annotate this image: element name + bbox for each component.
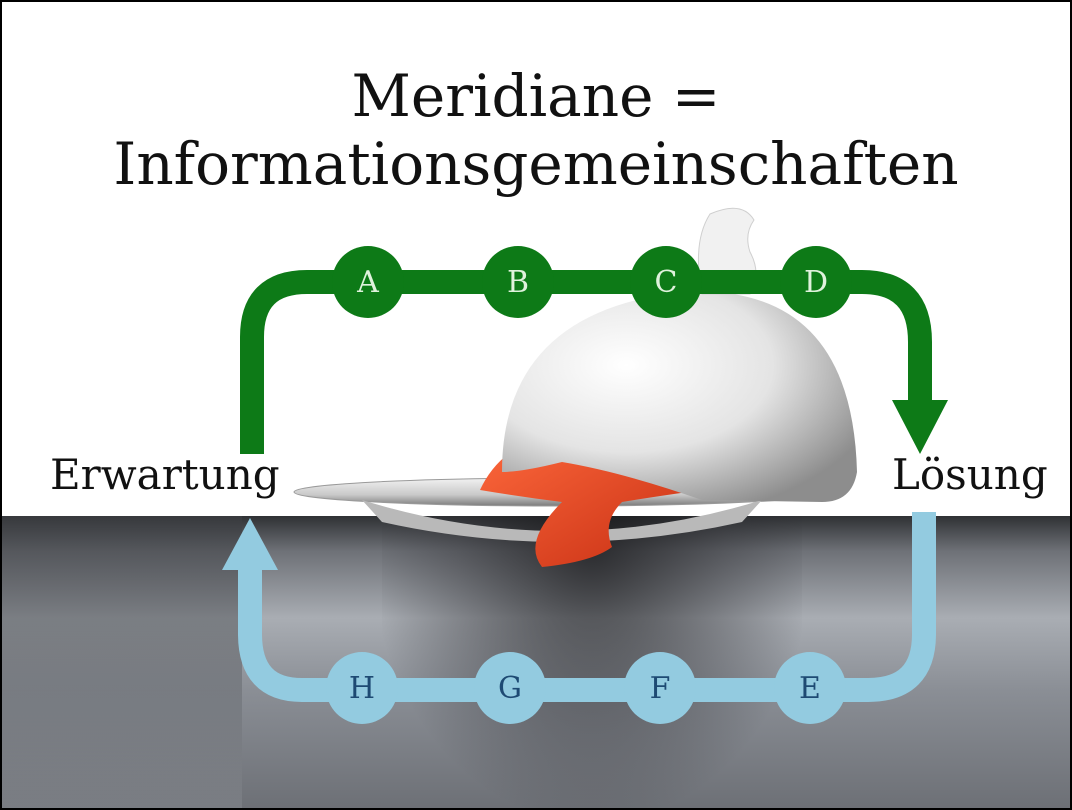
node-g: G — [474, 652, 546, 724]
label-loesung: Lösung — [892, 450, 1048, 499]
lower-path-line — [238, 512, 936, 702]
upper-path-arrowhead — [892, 400, 948, 454]
lower-path-arrowhead — [222, 518, 278, 570]
node-h: H — [326, 652, 398, 724]
node-e: E — [774, 652, 846, 724]
table-shadow-center — [382, 516, 802, 808]
cloche-dome — [502, 291, 857, 502]
table-shadow-left — [2, 516, 242, 808]
node-c: C — [630, 246, 702, 318]
plate-base — [362, 500, 762, 542]
label-erwartung: Erwartung — [50, 450, 280, 499]
upper-path-line — [240, 270, 932, 454]
node-f: F — [624, 652, 696, 724]
slide-title: Meridiane = Informationsgemeinschaften — [113, 62, 959, 198]
node-d: D — [780, 246, 852, 318]
node-a: A — [332, 246, 404, 318]
node-b: B — [482, 246, 554, 318]
